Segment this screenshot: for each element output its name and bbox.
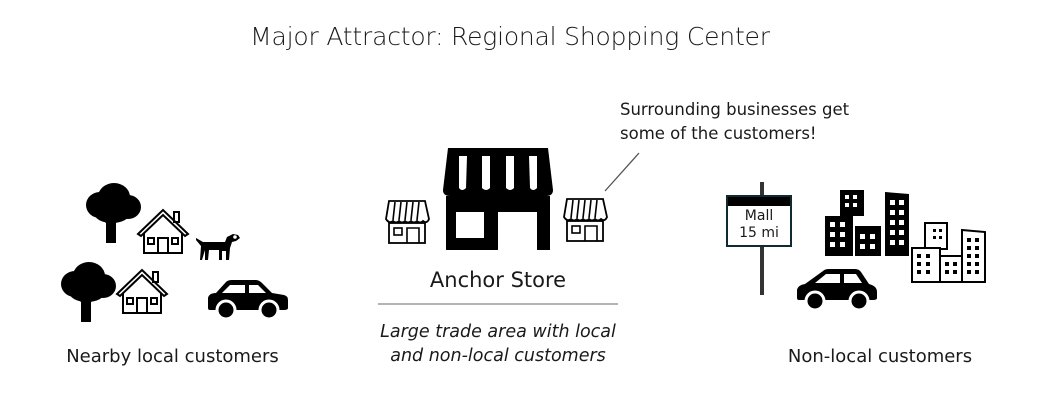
city-buildings-icon: [825, 190, 986, 283]
tree-icon: [61, 262, 116, 322]
callout-text: Surrounding businesses get some of the c…: [620, 98, 880, 146]
road-sign-icon: Mall 15 mi: [726, 195, 792, 247]
callout-leader-line: [604, 152, 640, 192]
small-store-icon: [563, 198, 608, 242]
right-label: Non-local customers: [787, 346, 973, 367]
car-icon: [797, 269, 877, 312]
sign-line-2: 15 mi: [739, 225, 779, 241]
small-store-icon: [385, 200, 430, 244]
callout-line-2: some of the customers!: [620, 124, 817, 143]
left-label: Nearby local customers: [66, 346, 279, 367]
house-icon: [136, 208, 190, 254]
anchor-store-icon: [443, 148, 553, 250]
diagram-title: Major Attractor: Regional Shopping Cente…: [250, 22, 770, 51]
description-line-2: and non-local customers: [390, 346, 606, 366]
anchor-description: Large trade area with local and non-loca…: [360, 320, 636, 368]
car-icon: [208, 280, 288, 321]
house-icon: [115, 268, 169, 314]
dog-icon: [196, 234, 240, 260]
description-line-1: Large trade area with local: [380, 322, 616, 342]
callout-line-1: Surrounding businesses get: [620, 100, 850, 119]
sign-header-bar: [728, 197, 790, 206]
tree-icon: [86, 183, 141, 243]
anchor-store-label: Anchor Store: [429, 268, 567, 292]
anchor-divider: [378, 303, 618, 305]
sign-line-1: Mall: [744, 208, 774, 224]
